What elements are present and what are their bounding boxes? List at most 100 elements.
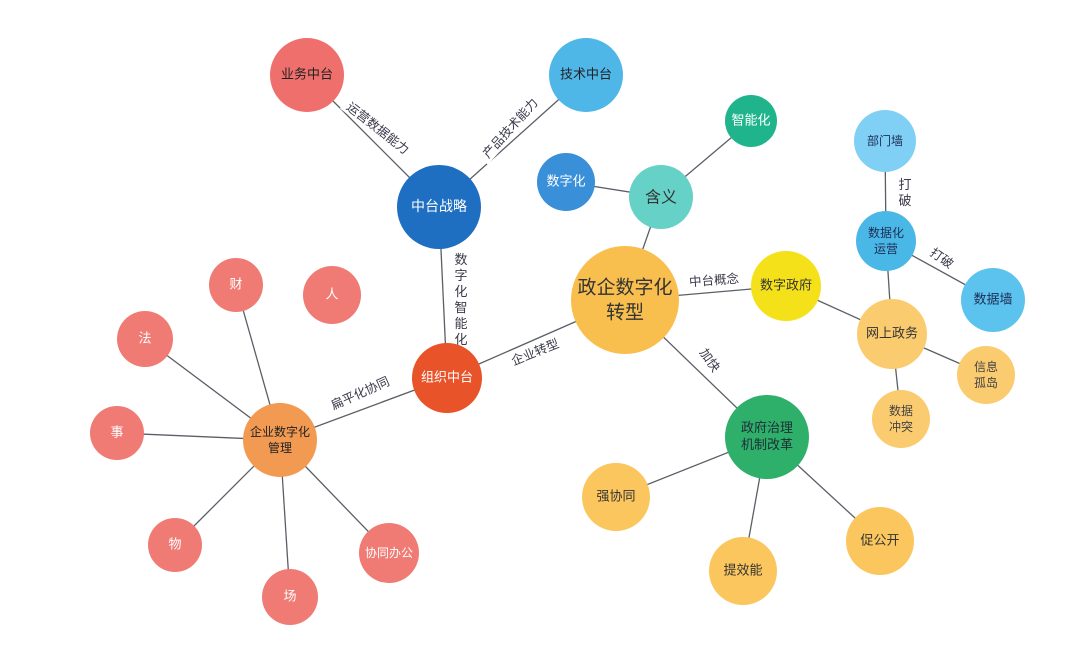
node-wangshang: 网上政务 (857, 299, 927, 369)
edge-label-shuju_yunying-shujuqiang: 打破 (924, 241, 961, 274)
edge-label-zhongtai_zhanlue-jishu_zhongtai: 产品技术能力 (475, 90, 545, 165)
node-label-xietong: 协同办公 (365, 545, 413, 560)
node-label-shuzi_zhengfu: 数字政府 (760, 279, 812, 294)
node-label-shuju_yunying: 数据化 (868, 225, 904, 240)
node-shuzihua: 数字化 (537, 153, 595, 211)
node-circle-zhengfu_zhili (725, 395, 809, 479)
edge-label-text: 数字化智能化 (454, 253, 467, 348)
node-circle-cu_gongkai (846, 507, 914, 575)
node-circle-xietong (359, 523, 419, 583)
node-label-shuju_chongtu: 冲突 (889, 419, 913, 434)
node-zhongtai_zhanlue: 中台战略 (397, 165, 481, 249)
edge-label-zhongtai_zhanlue-yewu_zhongtai: 运营数据能力 (339, 95, 417, 161)
node-circle-shi (90, 406, 144, 460)
edge-label-bg (924, 241, 961, 274)
node-chang: 场 (262, 569, 318, 625)
edge-label-text: 中台概念 (689, 271, 740, 289)
edge-label-center-shuzi_zhengfu: 中台概念 (684, 268, 744, 291)
node-circle-zhongtai_zhanlue (397, 165, 481, 249)
node-circle-fa (117, 311, 173, 367)
edge-label-text: 企业转型 (509, 336, 561, 369)
node-circle-shuzi_zhengfu (751, 251, 821, 321)
edge-label-text: 运营数据能力 (344, 99, 412, 157)
edge-label-bg (323, 370, 396, 415)
node-label-zhengfu_zhili: 政府治理 (741, 421, 793, 436)
node-zhinenghua: 智能化 (725, 95, 777, 147)
node-zuzhi_zhongtai: 组织中台 (412, 343, 482, 413)
node-label-zhengfu_zhili: 机制改革 (741, 438, 793, 453)
node-shuzi_zhengfu: 数字政府 (751, 251, 821, 321)
edge-label-text: 产品技术能力 (479, 95, 540, 161)
node-yewu_zhongtai: 业务中台 (270, 38, 344, 112)
edge-label-zuzhi_zhongtai-qiye_guanli: 扁平化协同 (323, 370, 396, 415)
edge-label-bg (475, 90, 545, 165)
node-label-center: 转型 (606, 301, 644, 323)
node-label-wangshang: 网上政务 (866, 326, 918, 342)
node-label-shujuqiang: 数据墙 (973, 293, 1012, 308)
node-circle-shuju_yunying (856, 211, 916, 271)
node-label-ren: 人 (325, 288, 338, 303)
edge-label-bg (684, 268, 744, 291)
edge-label-bg (453, 250, 469, 350)
node-label-chang: 场 (283, 590, 296, 605)
node-circle-wu (148, 518, 202, 572)
edge-label-bg (339, 95, 417, 161)
node-label-qiang_xietong: 强协同 (596, 490, 635, 505)
edge-label-text: 打破 (898, 178, 911, 209)
node-label-jishu_zhongtai: 技术中台 (560, 68, 612, 83)
node-circle-zuzhi_zhongtai (412, 343, 482, 413)
node-label-zhongtai_zhanlue: 中台战略 (411, 199, 467, 215)
node-circle-shujuqiang (961, 268, 1025, 332)
node-label-xinxi_gudao: 信息 (974, 359, 998, 374)
node-jishu_zhongtai: 技术中台 (549, 38, 623, 112)
node-label-shuju_yunying: 运营 (874, 242, 898, 256)
node-fa: 法 (117, 311, 173, 367)
node-circle-wangshang (857, 299, 927, 369)
node-cai: 财 (209, 258, 263, 312)
node-circle-shuju_chongtu (872, 390, 930, 448)
node-label-hanyi: 含义 (645, 188, 677, 207)
node-label-yewu_zhongtai: 业务中台 (281, 67, 333, 83)
node-circle-jishu_zhongtai (549, 38, 623, 112)
node-label-wu: 物 (168, 538, 181, 553)
node-circle-yewu_zhongtai (270, 38, 344, 112)
node-label-bumenqiang: 部门墙 (867, 133, 903, 148)
node-wu: 物 (148, 518, 202, 572)
node-qiang_xietong: 强协同 (582, 463, 650, 531)
edge-label-zhongtai_zhanlue-zuzhi_zhongtai: 数字化智能化 (453, 250, 469, 350)
node-shujuqiang: 数据墙 (961, 268, 1025, 332)
edge-label-bg (694, 341, 727, 378)
node-circle-ren (303, 266, 361, 324)
node-label-qiye_guanli: 企业数字化 (250, 424, 310, 439)
node-hanyi: 含义 (629, 165, 693, 229)
node-circle-qiang_xietong (582, 463, 650, 531)
node-cu_gongkai: 促公开 (846, 507, 914, 575)
node-label-cai: 财 (229, 278, 242, 293)
node-shi: 事 (90, 406, 144, 460)
node-circle-zhinenghua (725, 95, 777, 147)
node-circle-bumenqiang (854, 110, 916, 172)
node-label-fa: 法 (138, 332, 151, 347)
node-bumenqiang: 部门墙 (854, 110, 916, 172)
node-label-ti_xiaoneng: 提效能 (723, 563, 762, 579)
node-label-qiye_guanli: 管理 (268, 440, 292, 455)
node-label-shuzihua: 数字化 (546, 175, 585, 190)
node-label-cu_gongkai: 促公开 (860, 534, 899, 549)
node-xietong: 协同办公 (359, 523, 419, 583)
node-label-center: 政企数字化 (577, 277, 672, 299)
edge-label-shuju_yunying-bumenqiang: 打破 (897, 175, 913, 211)
node-label-shuju_chongtu: 数据 (889, 403, 913, 418)
node-label-shi: 事 (110, 426, 123, 441)
node-circle-cai (209, 258, 263, 312)
node-ren: 人 (303, 266, 361, 324)
edge-label-bg (504, 332, 565, 371)
node-circle-shuzihua (537, 153, 595, 211)
node-circle-qiye_guanli (243, 403, 317, 477)
